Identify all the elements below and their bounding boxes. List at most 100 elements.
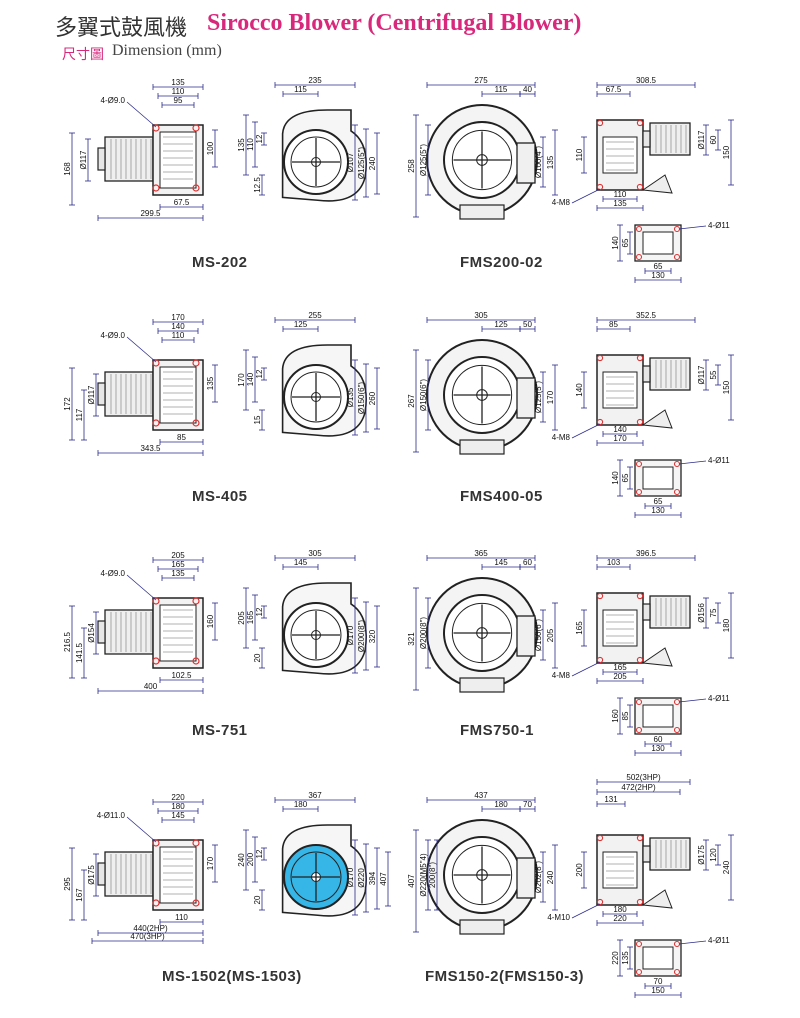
dimension-label: 103 bbox=[607, 558, 621, 567]
dimension-label: 240 bbox=[237, 853, 246, 867]
motor bbox=[97, 371, 154, 417]
dimension-label: Ø107 bbox=[346, 152, 355, 172]
base bbox=[459, 439, 505, 455]
mounting-hole bbox=[636, 898, 644, 906]
dimension-label: Ø200(8") bbox=[357, 620, 366, 653]
inlet bbox=[602, 851, 638, 889]
stand bbox=[641, 409, 673, 429]
dimension-label: 267 bbox=[407, 394, 416, 408]
dimension-label: 295 bbox=[63, 877, 72, 891]
dimension-label: 12 bbox=[255, 849, 264, 858]
dimension-label: 110 bbox=[175, 913, 188, 922]
dimension-label: 125 bbox=[294, 320, 308, 329]
motor-end-cap bbox=[642, 130, 651, 148]
dimension-label: 308.5 bbox=[636, 76, 657, 85]
dimension-label: 205 bbox=[171, 551, 185, 560]
leader-line bbox=[126, 336, 157, 363]
base bbox=[459, 204, 505, 220]
base bbox=[459, 677, 505, 693]
dimension-label: 145 bbox=[294, 558, 308, 567]
mounting-hole bbox=[673, 726, 681, 734]
inlet-frame bbox=[159, 131, 197, 189]
motor-end-cap bbox=[642, 603, 651, 621]
dimension-label: 4-Ø11 bbox=[708, 936, 730, 945]
base-opening bbox=[642, 466, 674, 490]
dimension-label: 115 bbox=[495, 85, 508, 94]
dimension-label: 140 bbox=[611, 471, 620, 485]
dimension-label: 55 bbox=[709, 370, 718, 379]
dimension-label: 396.5 bbox=[636, 549, 657, 558]
dimension-label: 20 bbox=[253, 895, 262, 904]
dimension-label: 165 bbox=[575, 621, 584, 635]
dimension-label: 67.5 bbox=[606, 85, 622, 94]
leader-line bbox=[678, 940, 707, 945]
dimension-label: 321 bbox=[407, 632, 416, 646]
impeller-inner bbox=[451, 844, 513, 906]
dimension-label: 135 bbox=[171, 78, 185, 87]
dimension-label: Ø170 bbox=[346, 867, 355, 887]
dimension-label: 470(3HP) bbox=[130, 932, 165, 941]
dimension-label: 110 bbox=[246, 138, 255, 151]
dimension-label: 65 bbox=[621, 473, 630, 482]
dimension-label: Ø117 bbox=[697, 130, 706, 150]
dimension-label: 170 bbox=[206, 856, 215, 870]
dimension-label: 150 bbox=[651, 986, 665, 995]
dimension-label: 60 bbox=[709, 135, 718, 144]
dimension-label: 180 bbox=[171, 802, 185, 811]
inlet-frame bbox=[159, 604, 197, 662]
dimension-label: 365 bbox=[474, 549, 488, 558]
dimension-label: 165 bbox=[246, 610, 255, 624]
mounting-hole bbox=[192, 597, 200, 605]
motor-body bbox=[649, 595, 691, 629]
impeller-inner bbox=[290, 136, 342, 188]
impeller-inner bbox=[451, 129, 513, 191]
stand bbox=[641, 889, 673, 909]
mounting-hole bbox=[596, 656, 604, 664]
dimension-label: 260 bbox=[368, 391, 377, 405]
dimension-label: Ø125(5") bbox=[534, 381, 543, 414]
dimension-label: 4-Ø11 bbox=[708, 694, 730, 703]
dimension-label: 240 bbox=[722, 860, 731, 874]
mounting-hole bbox=[192, 839, 200, 847]
dimension-label: 40 bbox=[523, 85, 532, 94]
dimension-label: 440(2HP) bbox=[133, 924, 168, 933]
impeller-inner bbox=[451, 602, 513, 664]
dimension-label: 150 bbox=[722, 380, 731, 394]
model-row: 2051651354-Ø9.0216.5141.5Ø154160102.5400… bbox=[63, 549, 734, 756]
dimension-label: 170 bbox=[237, 373, 246, 387]
dimension-label: Ø200(8") bbox=[419, 617, 428, 650]
dimension-label: 12 bbox=[255, 369, 264, 378]
mounting-hole bbox=[635, 968, 643, 976]
dimension-label: 110 bbox=[575, 148, 584, 161]
dimension-label: 12.5 bbox=[253, 177, 262, 193]
dimension-label: Ø125(5") bbox=[357, 147, 366, 180]
leader-line bbox=[126, 101, 157, 128]
dimension-label: 135 bbox=[546, 155, 555, 169]
dimension-label: 131 bbox=[604, 795, 618, 804]
mounting-hole bbox=[635, 726, 643, 734]
motor bbox=[97, 136, 154, 182]
dimension-label: 165 bbox=[171, 560, 185, 569]
subtitle-chinese: 尺寸圖 bbox=[62, 47, 104, 63]
dimension-label: 352.5 bbox=[636, 311, 657, 320]
dimension-label: 180 bbox=[494, 800, 508, 809]
dimension-label: 255 bbox=[308, 311, 322, 320]
model-label-ms: MS-751 bbox=[192, 722, 248, 739]
motor bbox=[642, 357, 691, 391]
dimension-label: Ø135 bbox=[346, 387, 355, 407]
leader-line bbox=[571, 661, 601, 677]
leader-line bbox=[571, 903, 601, 919]
dimension-label: 65 bbox=[654, 497, 663, 506]
leader-line bbox=[571, 423, 601, 439]
dimension-label: 130 bbox=[651, 506, 665, 515]
dimension-label: 205 bbox=[237, 611, 246, 625]
